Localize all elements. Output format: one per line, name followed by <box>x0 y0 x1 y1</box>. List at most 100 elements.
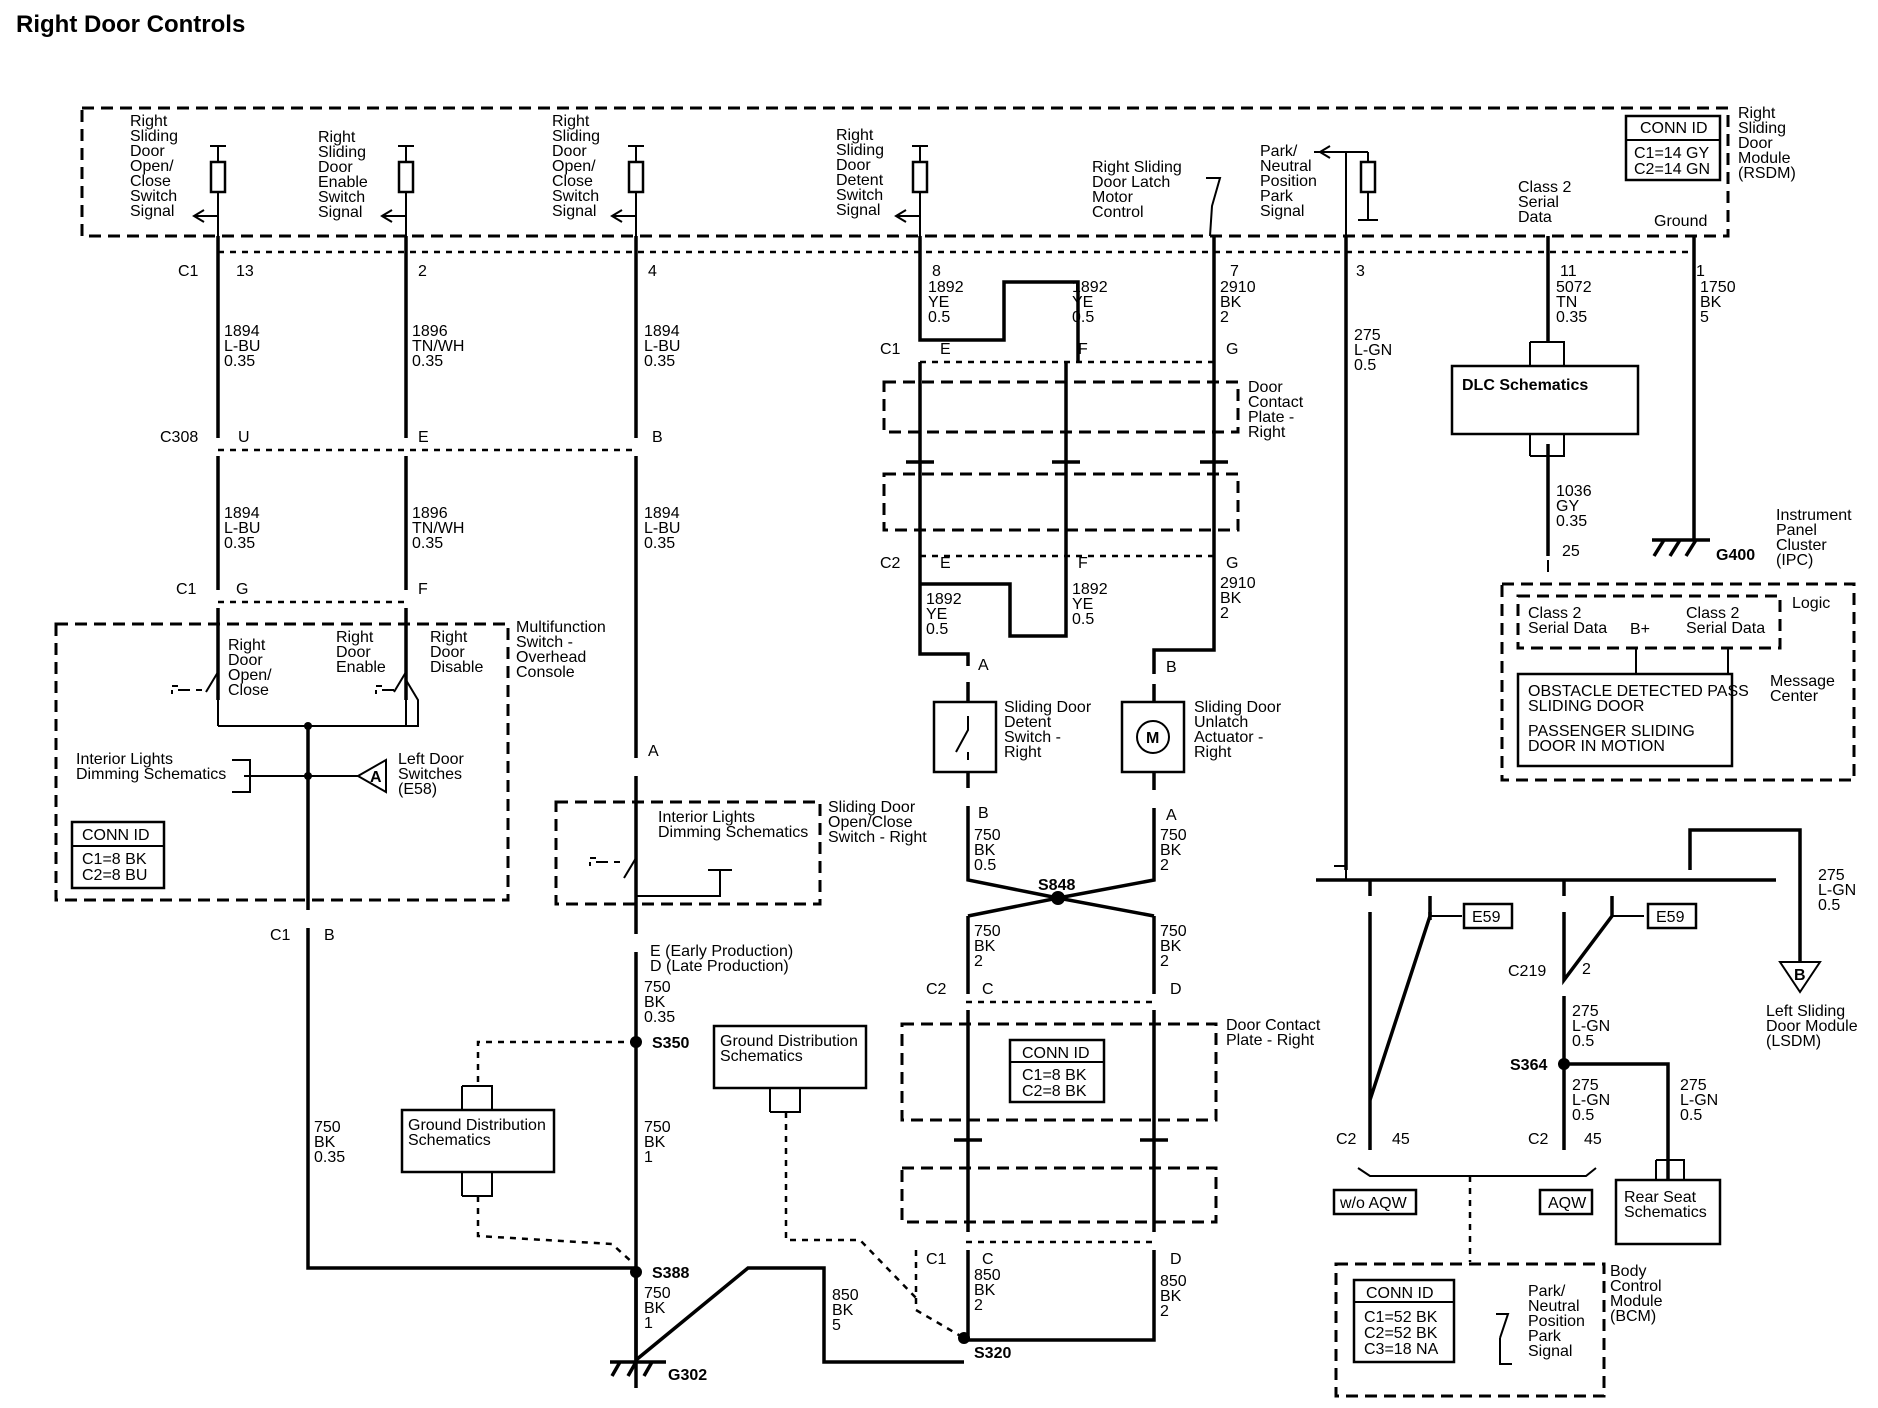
bcm-conn-line: C2=52 BK <box>1364 1325 1438 1342</box>
actuator-pin-bottom: A <box>1166 807 1177 824</box>
g400-ground: G400 <box>1652 538 1755 564</box>
bcm-conn-line: C3=18 NA <box>1364 1341 1439 1358</box>
rsdm-pin: 7 <box>1230 263 1239 280</box>
door-plate2-conn-line: C2=8 BK <box>1022 1083 1087 1100</box>
page-title: Right Door Controls <box>16 11 245 38</box>
rsdm-signal-label: Ground <box>1654 213 1707 230</box>
rsdm-pin: 2 <box>418 263 427 280</box>
bcm-pin45: 45 <box>1392 1131 1410 1148</box>
door-plate-pin: E <box>940 555 951 572</box>
lsdm-ref: B <box>1794 967 1806 984</box>
rsdm-pin: 1 <box>1696 263 1705 280</box>
mfs-conn-id <box>70 820 166 890</box>
mfs-conn-id-line: C1=8 BK <box>82 851 147 868</box>
rsdm-pin: 4 <box>648 263 657 280</box>
detent-pin-top: A <box>978 657 989 674</box>
mfs-ground-wire <box>306 928 636 1270</box>
mfs-out-conn: C1 <box>270 927 291 944</box>
mfs-conn-id-line: C2=8 BU <box>82 867 147 884</box>
c308-pin: B <box>652 429 663 446</box>
rsdm-c1-label: C1 <box>178 263 199 280</box>
wires <box>216 236 1696 1388</box>
bcm-aqw: AQW <box>1548 1195 1587 1212</box>
g400-label: G400 <box>1716 547 1755 564</box>
mfs-left-door-ref: A <box>370 769 382 786</box>
door-plate2-pin: C <box>982 1251 994 1268</box>
door-plate-pin: G <box>1226 555 1238 572</box>
rsdm-pin: 13 <box>236 263 254 280</box>
door-plate2-pin: D <box>1170 981 1182 998</box>
rsdm-conn-id-line: C2=14 GN <box>1634 161 1710 178</box>
s350-label: S350 <box>652 1035 689 1052</box>
door-plate-c2: C2 <box>880 555 901 572</box>
door-plate2-pin: C <box>982 981 994 998</box>
rsdm-conn-id-header: CONN ID <box>1640 120 1708 137</box>
door-plate2-pin: D <box>1170 1251 1182 1268</box>
mfs-pin: G <box>236 581 248 598</box>
mfs-pin: F <box>418 581 428 598</box>
door-plate-pin: F <box>1078 555 1088 572</box>
g302-label: G302 <box>668 1367 707 1384</box>
bcm-wo-aqw: w/o AQW <box>1339 1195 1408 1212</box>
door-plate-pin: G <box>1226 341 1238 358</box>
c308-pin: E <box>418 429 429 446</box>
e59-ref: E59 <box>1656 909 1685 926</box>
dlc-name: DLC Schematics <box>1462 377 1588 394</box>
ipc-logic: Logic <box>1792 595 1830 612</box>
c219-pin: 2 <box>1582 961 1591 978</box>
door-plate2-conn-line: C1=8 BK <box>1022 1067 1087 1084</box>
door-plate2-c1: C1 <box>926 1251 947 1268</box>
rsdm-resistors <box>209 145 1378 237</box>
ipc-bplus: B+ <box>1630 621 1650 638</box>
door-plate-c1: C1 <box>880 341 901 358</box>
signal-arrows <box>192 209 920 223</box>
